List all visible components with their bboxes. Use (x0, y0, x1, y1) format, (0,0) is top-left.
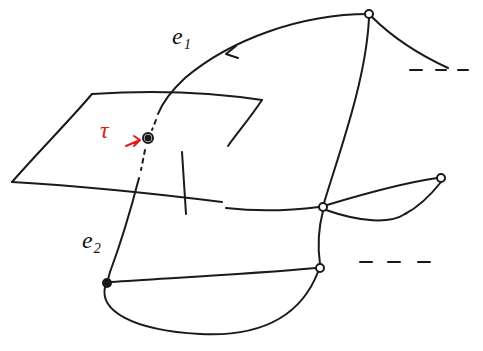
plane-edge (12, 94, 92, 182)
edge-curve (158, 14, 369, 114)
vertex (437, 174, 445, 182)
edge-curve (319, 211, 323, 264)
edge-curve (111, 268, 316, 282)
edge-curve (104, 272, 318, 334)
hidden-edge (141, 150, 145, 170)
plane-edge (12, 182, 222, 202)
edge-curve (107, 178, 139, 283)
plane-edge (92, 92, 262, 100)
plane-edge (182, 152, 186, 214)
edge-curve (327, 178, 437, 205)
point (146, 136, 151, 141)
edge-curve (226, 207, 319, 210)
plane-edge (228, 100, 262, 146)
point (143, 133, 153, 143)
symbol-label: e₂ (82, 228, 101, 252)
edge-curve (372, 17, 448, 68)
edge-curve (405, 182, 441, 214)
edge-curve (326, 210, 405, 220)
vertex (316, 264, 324, 272)
vertex (103, 279, 111, 287)
hidden-edge (152, 120, 156, 130)
pointer-arrow (126, 136, 140, 146)
continuation-dashes (410, 69, 468, 71)
continuation-dashes (360, 261, 430, 263)
orientation-mark (226, 46, 238, 58)
edge-curve (324, 18, 369, 203)
symbol-label: τ (100, 118, 109, 142)
symbol-label: e₁ (172, 24, 191, 48)
